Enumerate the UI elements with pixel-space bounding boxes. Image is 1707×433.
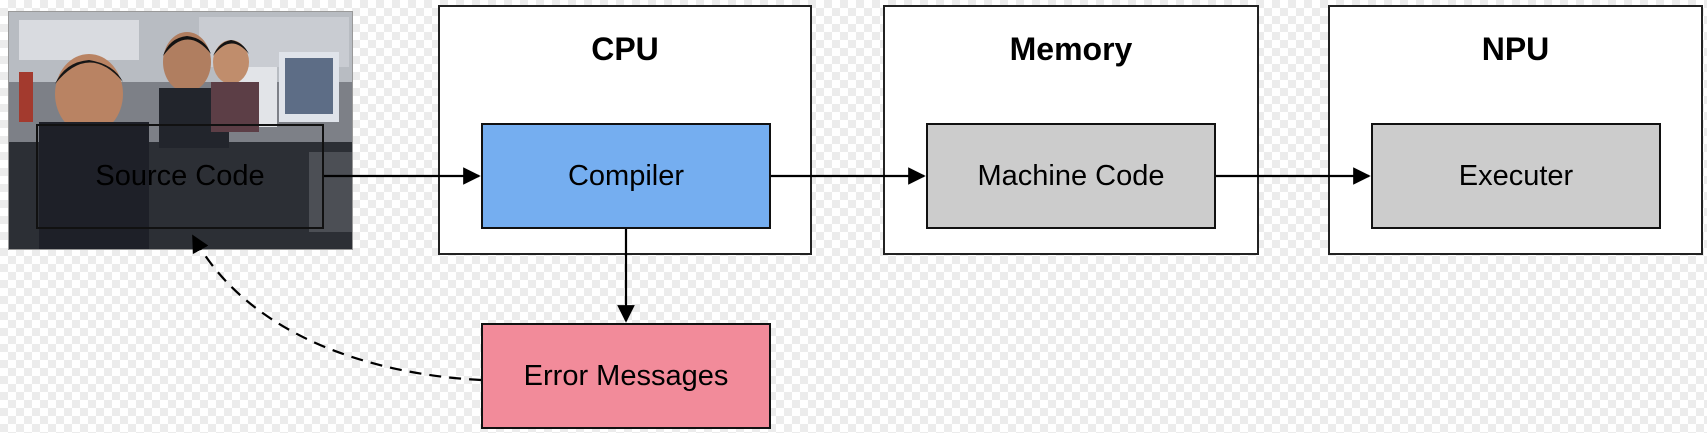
error-messages-label: Error Messages (523, 359, 729, 392)
error-messages-node: Error Messages (481, 323, 771, 429)
photo-illustration (9, 12, 352, 249)
npu-title: NPU (1481, 31, 1550, 67)
source-code-label: Source Code (95, 160, 265, 192)
compiler-node: Compiler (481, 123, 771, 229)
machine-code-node: Machine Code (926, 123, 1216, 229)
source-code-node: Source Code (36, 124, 324, 229)
edge-error-messages-to-source-code (192, 234, 482, 382)
memory-title: Memory (1009, 31, 1133, 67)
executer-node: Executer (1371, 123, 1661, 229)
executer-label: Executer (1458, 159, 1574, 192)
cpu-title: CPU (591, 31, 659, 67)
machine-code-label: Machine Code (977, 159, 1165, 192)
compiler-label: Compiler (567, 159, 685, 192)
people-photo (8, 11, 353, 250)
